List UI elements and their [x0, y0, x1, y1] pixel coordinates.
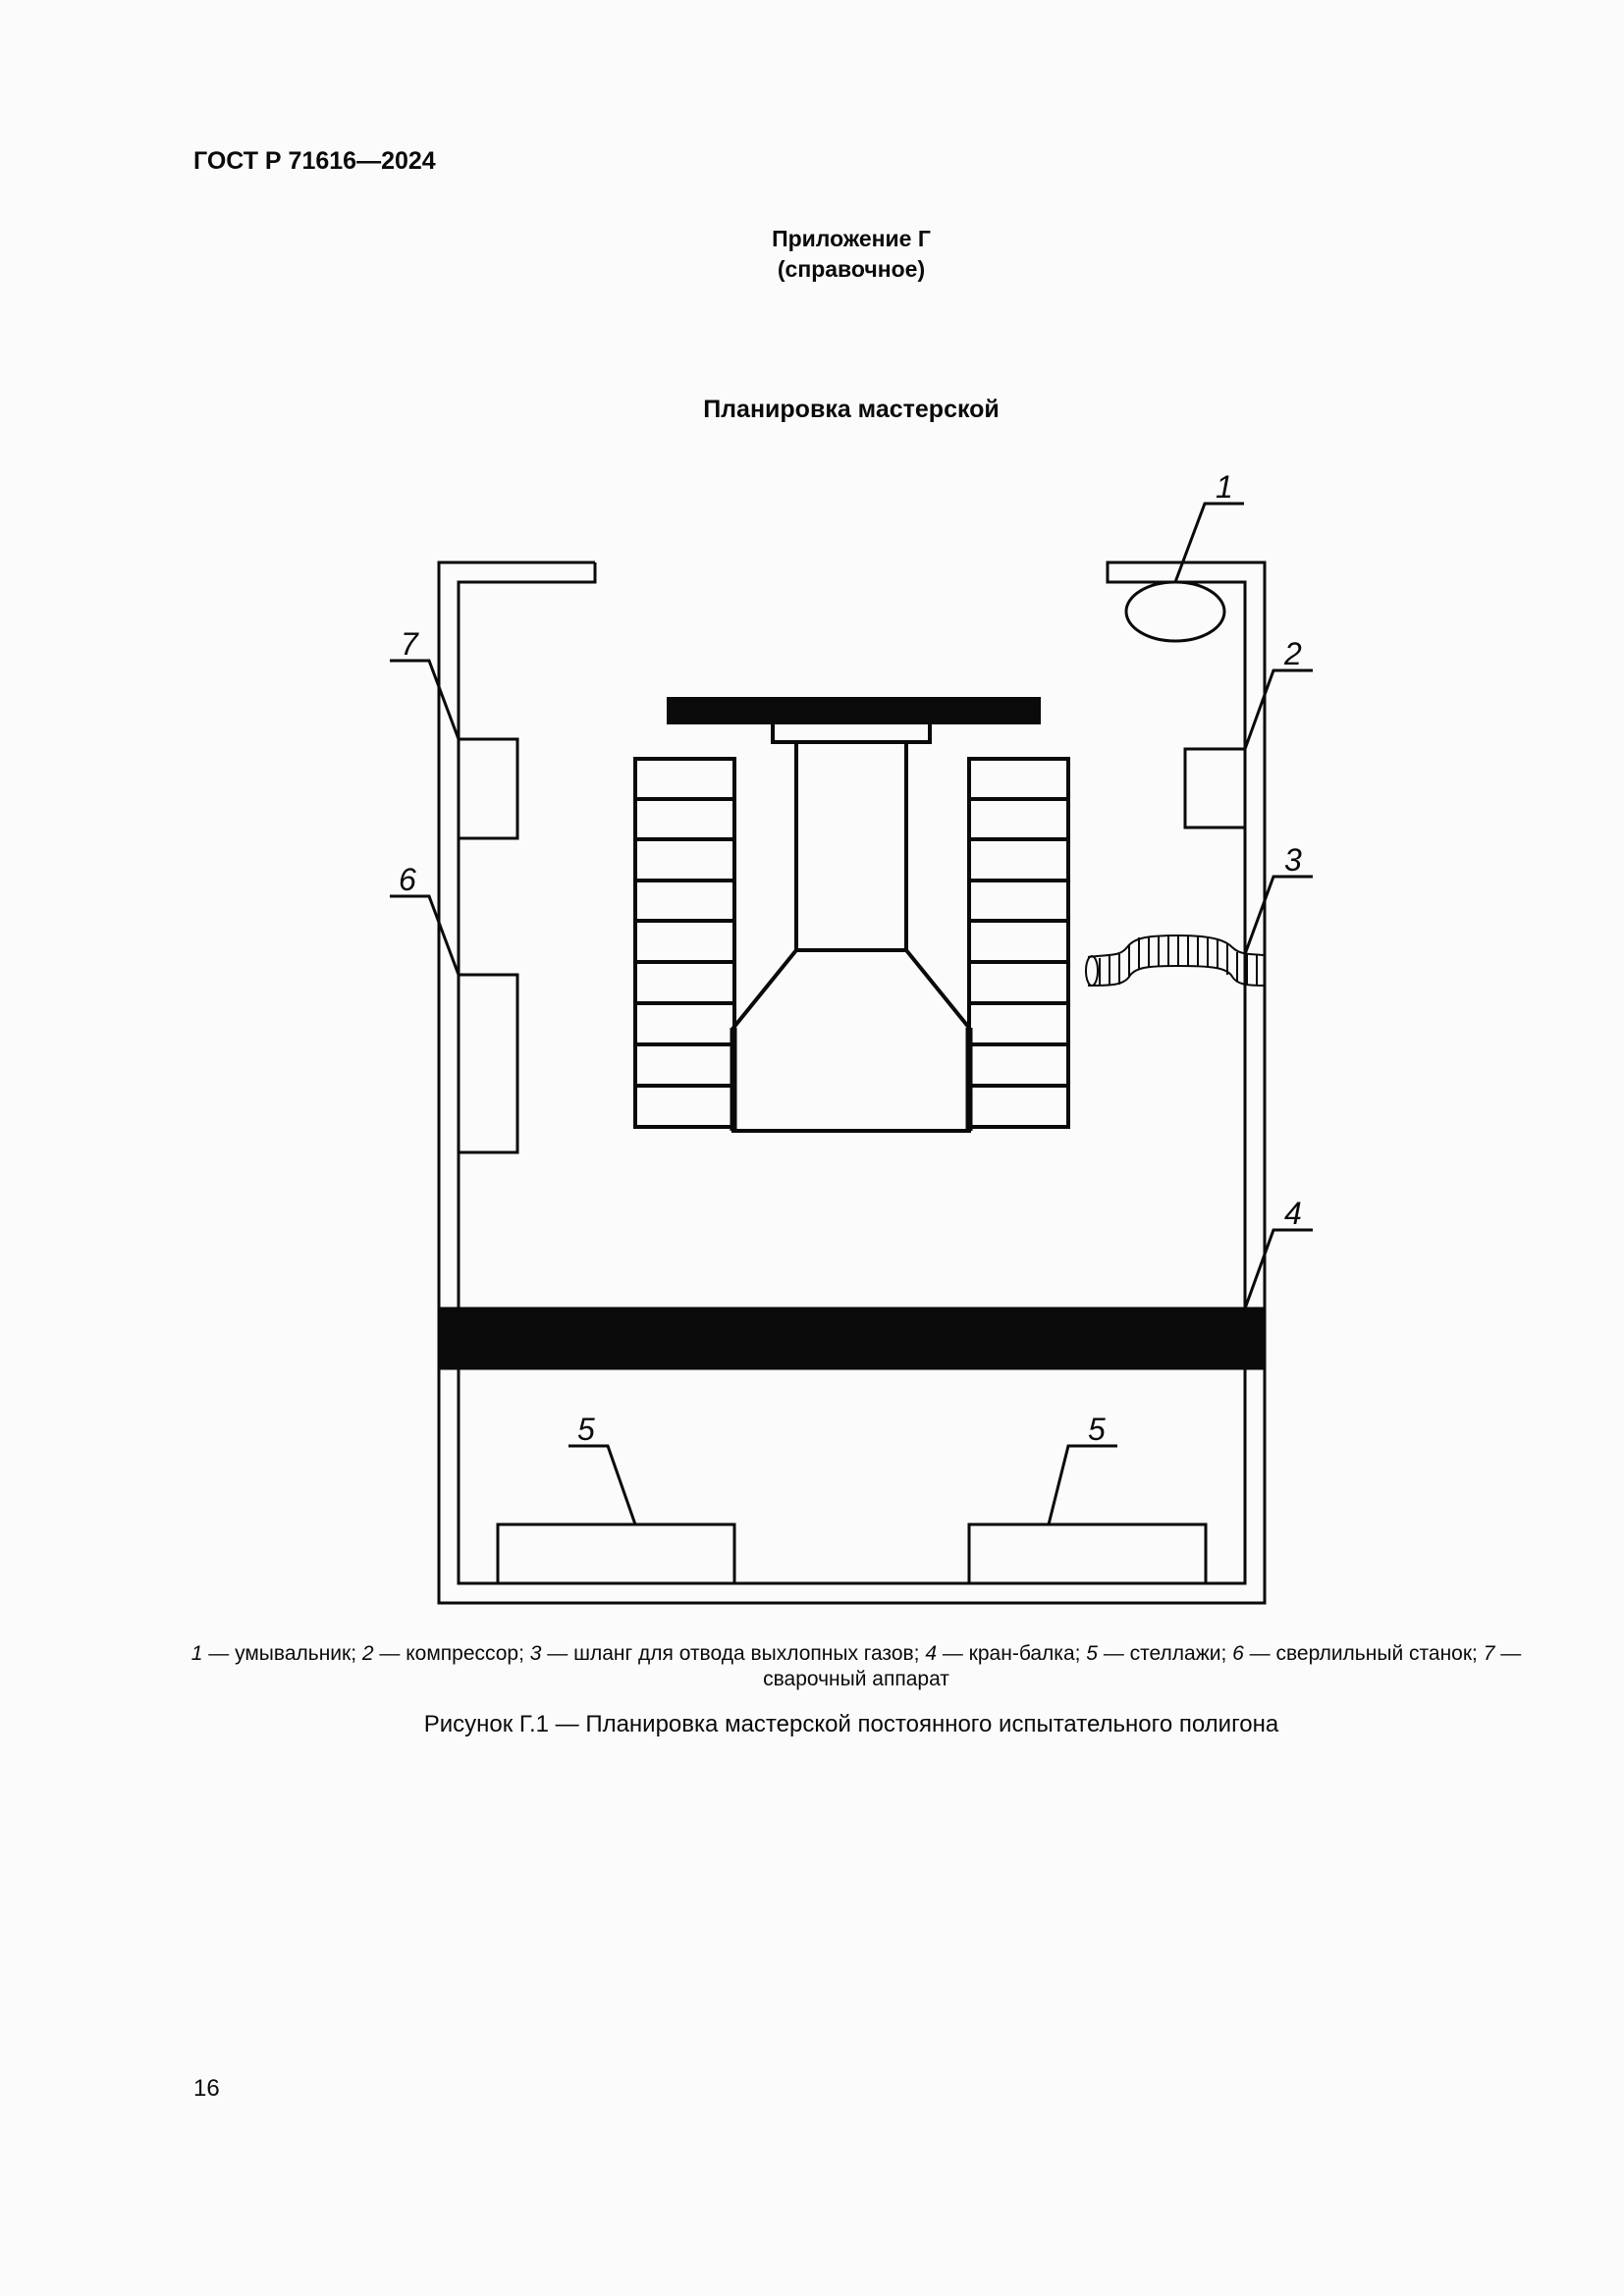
shelf-right-shape — [967, 1522, 1208, 1585]
callout-3: 3 — [1284, 842, 1302, 878]
callout-5b: 5 — [1088, 1412, 1106, 1447]
drill-press-shape — [457, 973, 519, 1154]
callout-1-leader — [1173, 502, 1244, 583]
crane-beam-shape — [437, 1307, 1267, 1370]
legend-text: — кран-балка; — [937, 1642, 1087, 1665]
callout-2: 2 — [1283, 636, 1302, 671]
callout-4-leader — [1243, 1228, 1313, 1309]
callout-5a-leader — [568, 1444, 637, 1525]
callout-5a: 5 — [577, 1412, 595, 1447]
legend-num: 5 — [1086, 1642, 1098, 1665]
callout-2-leader — [1243, 668, 1313, 750]
legend-num: 4 — [925, 1642, 938, 1665]
legend-text: — компрессор; — [373, 1642, 530, 1665]
right-rack-shape — [967, 757, 1070, 1129]
callout-1: 1 — [1216, 469, 1233, 505]
legend-text: — стеллажи; — [1097, 1642, 1233, 1665]
legend-num: 6 — [1232, 1642, 1244, 1665]
callout-4: 4 — [1284, 1196, 1302, 1231]
sink-shape — [1124, 580, 1226, 643]
figure-legend: 1 — умывальник; 2 — компрессор; 3 — шлан… — [187, 1641, 1526, 1692]
callout-6: 6 — [399, 862, 416, 897]
welding-machine-shape — [457, 737, 519, 840]
callout-7: 7 — [401, 626, 419, 662]
callout-6-leader — [390, 894, 460, 976]
appendix-title: Приложение Г — [772, 226, 931, 251]
callout-7-leader — [390, 659, 460, 740]
legend-text: — шланг для отвода выхлопных газов; — [541, 1642, 926, 1665]
callout-3-leader — [1243, 875, 1313, 955]
shelf-left-shape — [496, 1522, 736, 1585]
vehicle-lift-shape — [667, 697, 1041, 1133]
appendix-type: (справочное) — [777, 256, 926, 282]
legend-text: — умывальник; — [202, 1642, 362, 1665]
left-rack-shape — [633, 757, 736, 1129]
exhaust-hose-shape — [1085, 934, 1266, 988]
document-code: ГОСТ Р 71616—2024 — [193, 147, 436, 175]
section-title: Планировка мастерской — [703, 396, 1000, 423]
legend-num: 3 — [529, 1642, 542, 1665]
legend-text: — сварочный аппарат — [763, 1642, 1522, 1690]
workshop-walls — [437, 561, 1267, 1605]
figure-caption: Рисунок Г.1 — Планировка мастерской пост… — [423, 1711, 1279, 1737]
legend-num: 1 — [190, 1642, 203, 1665]
page-number: 16 — [193, 2075, 220, 2102]
callout-5b-leader — [1047, 1444, 1117, 1525]
legend-text: — сверлильный станок; — [1243, 1642, 1484, 1665]
legend-num: 2 — [361, 1642, 374, 1665]
legend-num: 7 — [1483, 1642, 1495, 1665]
appendix-heading: Приложение Г (справочное) — [0, 224, 1624, 285]
compressor-shape — [1183, 747, 1247, 829]
